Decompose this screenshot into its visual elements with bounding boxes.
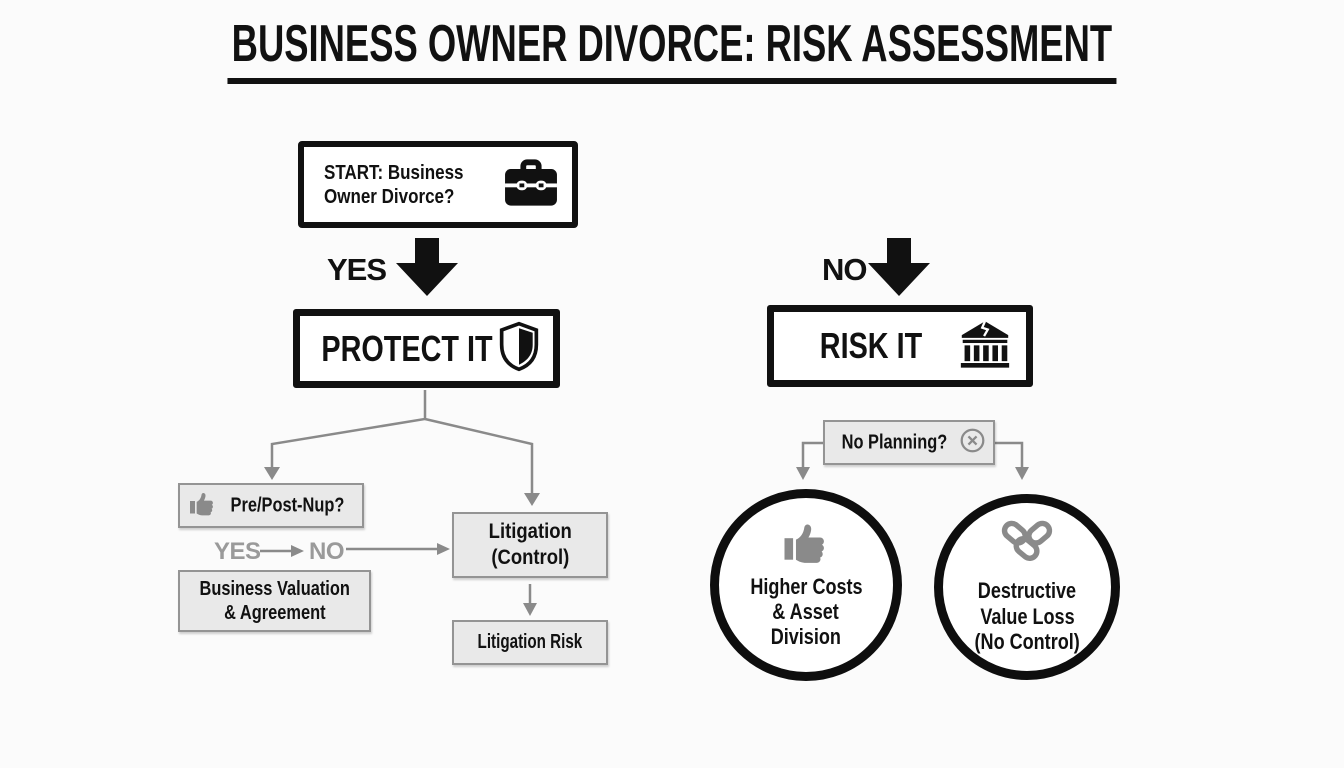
bank-icon	[957, 318, 1013, 375]
protect-it-node: PROTECT IT	[293, 309, 560, 388]
protect-branch-lines	[260, 390, 534, 603]
business-valuation-node: Business Valuation & Agreement	[178, 570, 371, 632]
yes-branch-label: YES	[327, 252, 387, 287]
down-arrow-yes-icon	[396, 238, 458, 296]
down-arrow-no-icon	[868, 238, 930, 296]
prenup-node: Pre/Post-Nup?	[178, 483, 364, 528]
no-planning-label: No Planning?	[841, 431, 947, 453]
value-loss-node: Destructive Value Loss (No Control)	[934, 494, 1120, 680]
higher-costs-node: Higher Costs & Asset Division	[710, 489, 902, 681]
risk-it-label: RISK IT	[819, 325, 923, 366]
prenup-label: Pre/Post-Nup?	[230, 494, 344, 516]
briefcase-icon	[504, 157, 558, 212]
protect-it-label: PROTECT IT	[321, 327, 493, 369]
litigation-risk-node: Litigation Risk	[452, 620, 608, 665]
litigation-control-node: Litigation (Control)	[452, 512, 608, 578]
connector-arrowheads	[264, 467, 1029, 616]
thumbs-up-icon	[783, 521, 829, 569]
shield-icon	[498, 321, 540, 376]
broken-chain-icon	[1000, 520, 1054, 573]
no-planning-node: No Planning?	[823, 420, 995, 465]
page-title-text: BUSINESS OWNER DIVORCE: RISK ASSESSMENT	[227, 15, 1117, 85]
start-node: START: Business Owner Divorce?	[298, 141, 578, 228]
circled-x-icon	[959, 427, 986, 459]
start-node-label: START: Business Owner Divorce?	[324, 161, 464, 208]
prenup-no-label: NO	[309, 538, 345, 565]
risk-it-node: RISK IT	[767, 305, 1033, 387]
prenup-yes-label: YES	[214, 538, 261, 565]
thumbs-up-icon	[189, 491, 216, 521]
no-branch-label: NO	[822, 252, 867, 287]
risk-branch-lines	[801, 441, 1024, 467]
page-title: BUSINESS OWNER DIVORCE: RISK ASSESSMENT	[0, 15, 1344, 85]
